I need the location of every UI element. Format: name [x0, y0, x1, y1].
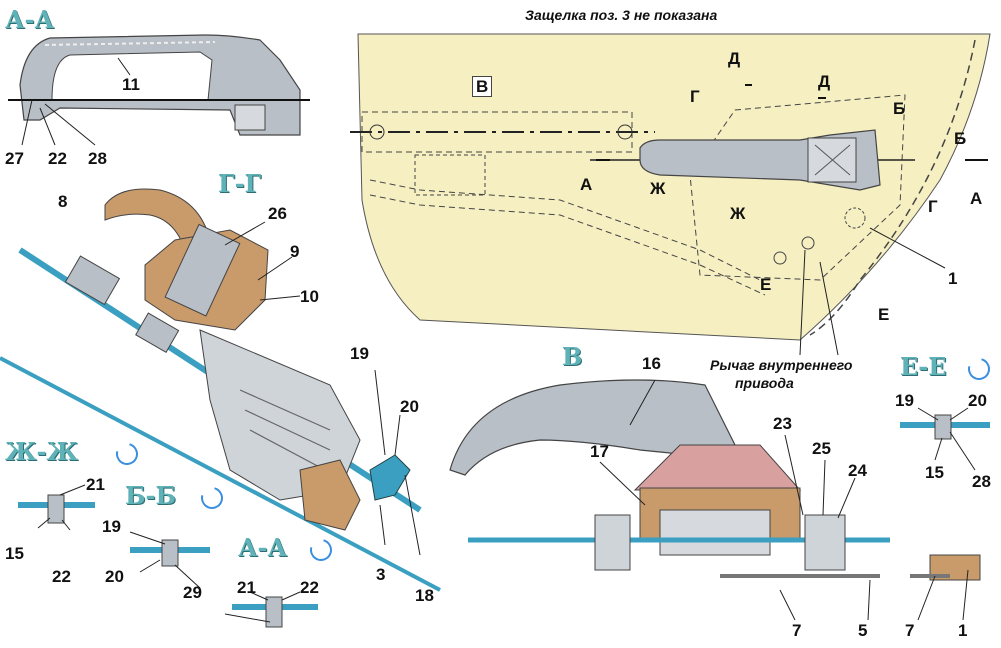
- part-15: 15: [925, 463, 944, 482]
- part-26: 26: [268, 204, 287, 223]
- part-21: 21: [86, 475, 105, 494]
- hole-e2: [801, 236, 815, 250]
- view-mark-d2: Д: [818, 72, 831, 91]
- part-18: 18: [415, 586, 434, 605]
- part-24: 24: [848, 461, 867, 480]
- gg-cylinder: [164, 223, 241, 317]
- part-10: 10: [300, 287, 319, 306]
- section-title-v: В: [562, 342, 583, 371]
- section-title-aa-bottom: А-А: [238, 533, 288, 562]
- section-title-ee: Е-Е: [900, 352, 947, 381]
- part-20: 20: [400, 397, 419, 416]
- part-19: 19: [102, 517, 121, 536]
- section-title-gg: Г-Г: [218, 169, 262, 198]
- panel-dashed-edge: [809, 39, 976, 336]
- section-title-bb: Б-Б: [125, 481, 176, 510]
- part-1: 1: [948, 269, 958, 288]
- view-mark-a1: А: [580, 175, 593, 194]
- view-mark-zh1: Ж: [650, 179, 666, 198]
- part-7: 7: [905, 621, 915, 640]
- part-16: 16: [642, 354, 661, 373]
- note-inner-lever-line2: привода: [735, 375, 794, 391]
- part-29: 29: [183, 583, 202, 602]
- door-panel: [357, 33, 991, 341]
- section-title-zhzh: Ж-Ж: [5, 437, 78, 466]
- note-inner-lever-line1: Рычаг внутреннего: [710, 357, 853, 373]
- v-handle-arm: [449, 379, 736, 476]
- part-17: 17: [590, 442, 609, 461]
- view-mark-b2: Б: [954, 129, 967, 148]
- part-11: 11: [122, 75, 140, 94]
- aa-handle-opening: [51, 51, 213, 101]
- gg-bracket: [369, 454, 411, 501]
- view-mark-a2: А: [970, 189, 983, 208]
- view-mark-d1: Д: [728, 49, 741, 68]
- leader-1a: [869, 227, 946, 269]
- view-mark-e1: Е: [760, 275, 772, 294]
- part-22: 22: [300, 578, 319, 597]
- gg-lower-brown: [299, 459, 361, 531]
- v-center-hub: [659, 509, 771, 556]
- part-22: 22: [48, 149, 67, 168]
- part-21: 21: [237, 578, 256, 597]
- dashed-block-left: [414, 154, 486, 196]
- leader-lever: [819, 261, 839, 356]
- hole-1: [844, 207, 866, 229]
- part-3: 3: [376, 565, 386, 584]
- part-28: 28: [88, 149, 107, 168]
- part-20: 20: [105, 567, 124, 586]
- part-27: 27: [5, 149, 24, 168]
- part-23: 23: [773, 414, 792, 433]
- view-mark-g2: Г: [928, 197, 938, 216]
- part-9: 9: [290, 242, 300, 261]
- part-19: 19: [895, 391, 914, 410]
- part-15: 15: [5, 544, 24, 563]
- part-28: 28: [972, 472, 991, 491]
- part-5: 5: [858, 621, 868, 640]
- view-mark-b1: Б: [893, 99, 906, 118]
- hole-e: [773, 251, 787, 265]
- part-25: 25: [812, 439, 831, 458]
- note-latch-not-shown: Защелка поз. 3 не показана: [525, 7, 718, 23]
- dashed-rod-upper: [369, 179, 761, 281]
- section-title-aa-top: А-А: [5, 5, 55, 34]
- part-8: 8: [58, 192, 68, 211]
- view-mark-e2: Е: [878, 305, 890, 324]
- view-mark-zh2: Ж: [730, 204, 746, 223]
- part-20: 20: [968, 391, 987, 410]
- pivot-right: [617, 124, 633, 140]
- dashed-rod-lower: [369, 194, 766, 296]
- part-22: 22: [52, 567, 71, 586]
- view-mark-v: В: [472, 76, 493, 97]
- part-19: 19: [350, 344, 369, 363]
- view-mark-g1: Г: [690, 87, 700, 106]
- part-1: 1: [958, 621, 968, 640]
- gg-panel-outer: [0, 356, 441, 592]
- part-7: 7: [792, 621, 802, 640]
- pivot-left: [369, 124, 385, 140]
